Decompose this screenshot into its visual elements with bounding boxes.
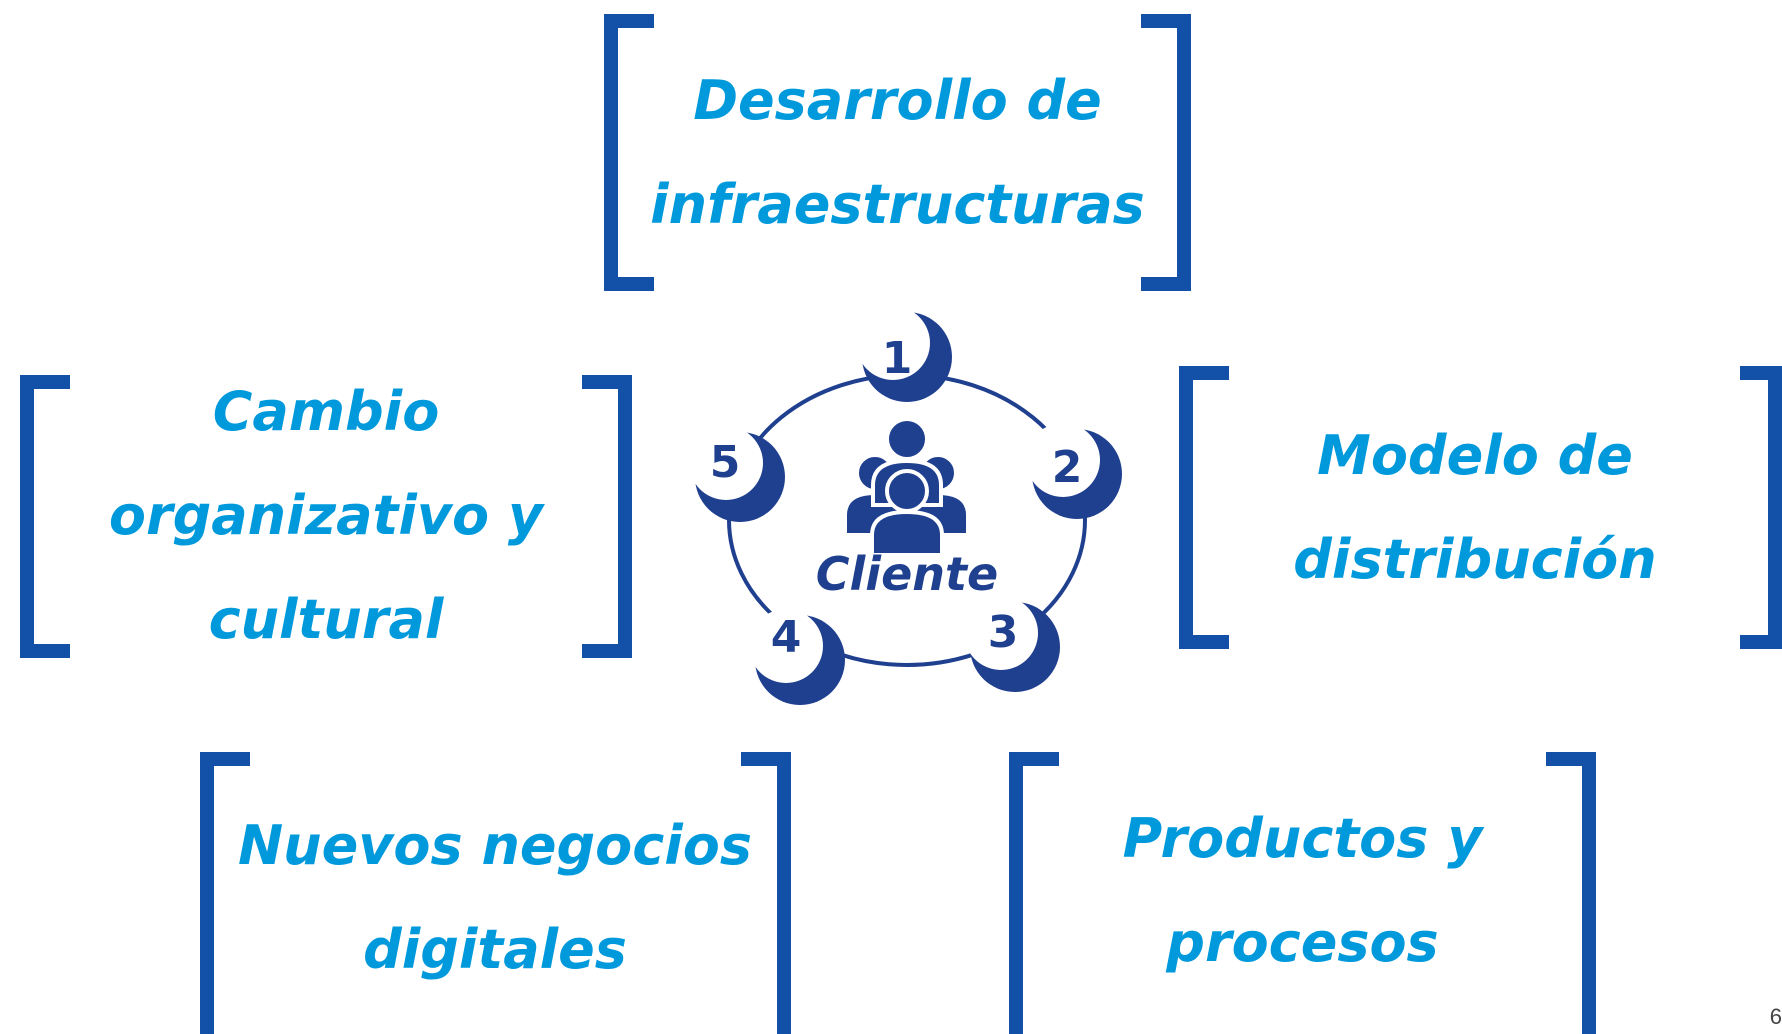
step-3: 3 xyxy=(964,596,1060,692)
box-infraestructuras: Desarrollo de infraestructuras xyxy=(625,30,1170,275)
box-cambio-label: Cambio organizativo y cultural xyxy=(108,380,544,651)
step-4: 4 xyxy=(749,609,845,705)
bracket-left-productos xyxy=(1009,752,1059,1034)
users-group-icon xyxy=(843,417,970,557)
bracket-right-nuevos xyxy=(741,752,791,1034)
bracket-right-infraestructuras xyxy=(1141,14,1191,291)
bracket-left-nuevos xyxy=(200,752,250,1034)
box-productos: Productos y procesos xyxy=(1030,768,1575,1013)
bracket-left-modelo xyxy=(1179,366,1229,649)
step-4-number: 4 xyxy=(771,612,802,663)
step-5-number: 5 xyxy=(710,437,741,488)
step-5: 5 xyxy=(689,426,785,522)
box-modelo: Modelo de distribución xyxy=(1200,385,1750,630)
box-infraestructuras-label: Desarrollo de infraestructuras xyxy=(650,68,1145,236)
bracket-right-productos xyxy=(1546,752,1596,1034)
center-label: Cliente xyxy=(816,547,998,601)
box-cambio: Cambio organizativo y cultural xyxy=(40,360,612,672)
bracket-right-cambio xyxy=(582,375,632,658)
step-1: 1 xyxy=(856,306,952,402)
bracket-left-infraestructuras xyxy=(604,14,654,291)
step-1-number: 1 xyxy=(882,333,913,384)
box-nuevos-label: Nuevos negocios digitales xyxy=(237,813,753,981)
box-modelo-label: Modelo de distribución xyxy=(1293,423,1657,591)
page-number: 6 xyxy=(1769,1004,1782,1029)
box-productos-label: Productos y procesos xyxy=(1122,806,1483,974)
box-nuevos: Nuevos negocios digitales xyxy=(220,775,770,1020)
step-3-number: 3 xyxy=(988,607,1019,658)
step-2-number: 2 xyxy=(1052,442,1083,493)
step-2: 2 xyxy=(1026,423,1122,519)
bracket-right-modelo xyxy=(1740,366,1782,649)
bracket-left-cambio xyxy=(20,375,70,658)
